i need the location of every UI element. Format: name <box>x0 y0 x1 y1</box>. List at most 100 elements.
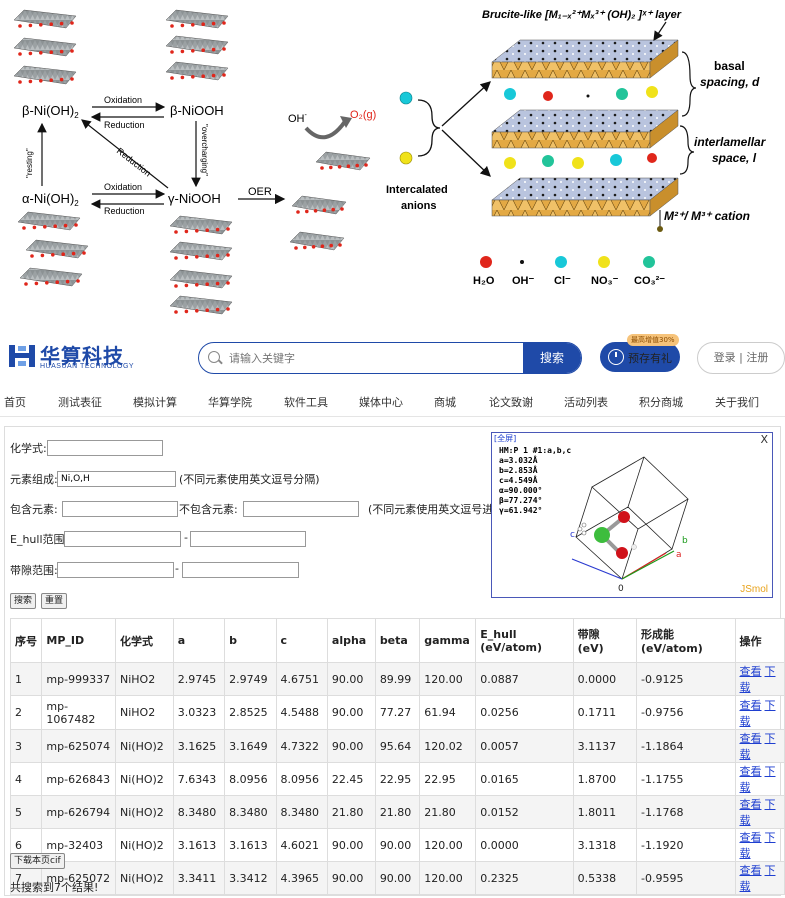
nav-item-about[interactable]: 关于我们 <box>715 396 759 409</box>
lattice-c: c=4.549Å <box>499 476 538 485</box>
table-cell: 90.00 <box>374 828 421 862</box>
table-cell: 3.1625 <box>172 729 226 763</box>
table-cell: 8.0956 <box>275 762 328 796</box>
gap-min-input[interactable] <box>57 562 174 578</box>
oxygen-atom <box>70 49 74 53</box>
oxygen-atom <box>43 225 47 229</box>
logo-text[interactable]: 华算科技 <box>40 344 124 368</box>
result-summary: 共搜索到7个结果! <box>10 881 99 894</box>
row-actions: 查看下载 <box>734 762 785 796</box>
view-link[interactable]: 查看 <box>739 765 762 778</box>
search-button[interactable]: 搜索 <box>10 593 37 609</box>
column-header: 化学式 <box>115 618 174 663</box>
table-cell: 4.5488 <box>275 695 328 730</box>
oxygen-atom <box>39 79 43 83</box>
nav-item-events[interactable]: 活动列表 <box>564 396 608 409</box>
nav-item-academy[interactable]: 华算学院 <box>208 396 252 409</box>
download-link[interactable]: 下载 <box>739 765 776 794</box>
gap-max-input[interactable] <box>182 562 299 578</box>
ehull-max-input[interactable] <box>190 531 306 547</box>
oxygen-atom <box>34 281 39 286</box>
reset-button[interactable]: 重置 <box>41 593 68 609</box>
formula-input[interactable] <box>47 440 163 456</box>
row-actions: 查看下载 <box>734 695 785 730</box>
table-cell: 90.00 <box>326 662 376 696</box>
table-cell: 21.80 <box>419 795 477 829</box>
elements-label: 元素组成: <box>10 473 58 486</box>
table-cell: 90.00 <box>326 861 376 895</box>
download-link[interactable]: 下载 <box>739 798 776 827</box>
table-cell: 0.0000 <box>475 828 574 862</box>
nav-item-simulation[interactable]: 模拟计算 <box>133 396 177 409</box>
include-elements-input[interactable] <box>62 501 178 517</box>
table-cell: mp-625074 <box>41 729 116 763</box>
column-header: 形成能 (eV/atom) <box>635 618 736 663</box>
ldh-layer-top <box>491 109 679 133</box>
oxygen-atom <box>59 49 64 54</box>
oer-label: OER <box>248 186 272 198</box>
oxygen-atom <box>215 227 220 232</box>
row-actions: 查看下载 <box>734 729 785 763</box>
download-link[interactable]: 下载 <box>739 732 776 761</box>
oxygen-atom <box>313 209 318 213</box>
jsmol-viewer[interactable]: [全屏] X HM:P 1 #1:a,b,c a=3.032Å b=2.853Å… <box>491 432 773 598</box>
nav-item-testing[interactable]: 测试表征 <box>58 396 102 409</box>
ehull-min-input[interactable] <box>64 531 181 547</box>
login-register-button[interactable]: 登录 | 注册 <box>697 342 785 374</box>
table-cell: -0.9595 <box>635 861 736 895</box>
table-cell: 3.3412 <box>224 861 277 895</box>
nav-item-thanks[interactable]: 论文致谢 <box>489 396 533 409</box>
huasuan-logo-icon[interactable] <box>8 342 36 370</box>
crystal-slab <box>17 211 81 231</box>
jsmol-close-icon[interactable]: X <box>760 433 768 446</box>
oxygen-atom <box>174 284 178 288</box>
oxygen-atom <box>49 78 53 82</box>
lattice-gamma: γ=61.942° <box>499 506 543 515</box>
view-link[interactable]: 查看 <box>739 698 762 712</box>
table-cell: 1.8700 <box>572 762 637 796</box>
download-page-cif-button[interactable]: 下载本页cif <box>10 853 65 869</box>
resting-label: "resting" <box>25 148 34 178</box>
view-link[interactable]: 查看 <box>739 864 762 877</box>
lattice-a: a=3.032Å <box>499 456 538 465</box>
oxygen-atom <box>340 207 344 211</box>
view-link[interactable]: 查看 <box>739 798 762 811</box>
view-link[interactable]: 查看 <box>739 732 762 745</box>
table-cell: 21.80 <box>374 795 421 829</box>
prepay-gift-button[interactable]: 预存有礼 <box>600 342 680 372</box>
table-cell: 3.1318 <box>572 828 637 862</box>
nav-item-software[interactable]: 软件工具 <box>284 396 328 409</box>
nav-item-media[interactable]: 媒体中心 <box>359 396 403 409</box>
nav-item-mall[interactable]: 商城 <box>434 396 456 409</box>
table-cell: mp-1067482 <box>41 695 116 730</box>
exclude-elements-hint: (不同元素使用英文逗号进行 <box>368 503 505 516</box>
table-cell: 120.00 <box>419 861 477 895</box>
view-link[interactable]: 查看 <box>739 665 762 678</box>
interlamellar-label-2: space, l <box>712 151 757 165</box>
nav-item-points-mall[interactable]: 积分商城 <box>639 396 683 409</box>
view-link[interactable]: 查看 <box>739 831 762 844</box>
table-cell: 8.3480 <box>275 795 328 829</box>
table-cell: 90.00 <box>326 828 376 862</box>
site-search-input[interactable] <box>227 343 521 373</box>
axis-a-label: a <box>676 550 682 560</box>
oxygen-atom <box>24 282 28 286</box>
oxygen-atom <box>82 251 86 255</box>
site-search-button[interactable]: 搜索 <box>523 343 581 373</box>
exclude-elements-input[interactable] <box>243 501 359 517</box>
oxygen-atom <box>201 48 205 52</box>
download-link[interactable]: 下载 <box>739 864 776 893</box>
site-header: 华算科技 HUASUAN TECHNOLOGY 搜索 预存有礼 最高增值30% … <box>0 330 785 386</box>
jsmol-fullscreen-link[interactable]: [全屏] <box>494 434 517 443</box>
oxygen-atom <box>184 283 189 288</box>
nav-item-home[interactable]: 首页 <box>4 396 26 409</box>
intercalated-anions-label-2: anions <box>401 200 436 212</box>
elements-input[interactable] <box>57 471 176 487</box>
download-link[interactable]: 下载 <box>739 665 776 694</box>
reduction-top-label: Reduction <box>104 120 145 130</box>
table-cell: 0.0887 <box>475 662 574 696</box>
download-link[interactable]: 下载 <box>739 698 776 728</box>
download-link[interactable]: 下载 <box>739 831 776 860</box>
oxygen-atom <box>174 230 178 234</box>
